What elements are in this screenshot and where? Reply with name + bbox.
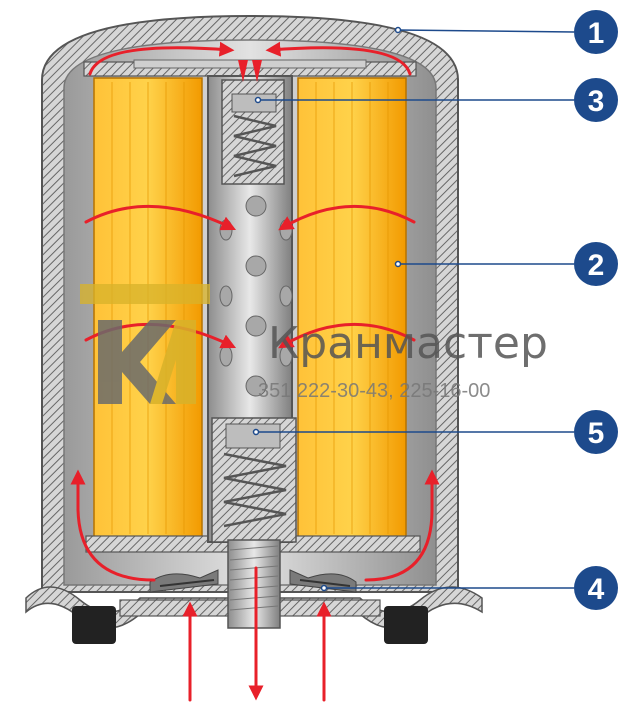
filter-pleats [111, 82, 389, 534]
callout-4-icon [574, 566, 618, 610]
callout-4-label: 4 [588, 573, 605, 606]
flow-arrow-mid-right [278, 204, 416, 231]
filter-element [85, 77, 421, 553]
callout-5-label: 5 [588, 417, 605, 450]
callout-2-label: 2 [588, 249, 605, 282]
callout-5: 5 [574, 410, 618, 454]
callout-3-label: 3 [588, 85, 605, 118]
callout-5-icon [574, 410, 618, 454]
callout-2-icon [574, 242, 618, 286]
callout-3: 3 [574, 78, 618, 122]
flow-arrow-up-right [364, 469, 440, 582]
watermark-phones: 351 222-30-43, 225-16-00 [258, 380, 490, 402]
bypass-spring [233, 114, 277, 178]
callout-1: 1 [574, 10, 618, 54]
tube-perforations [219, 195, 293, 397]
flow-arrow-mid-left [84, 204, 237, 231]
relief-spring [223, 452, 287, 528]
flow-arrow-low-right [278, 322, 416, 349]
callout-1-icon [574, 10, 618, 54]
callout-leaders [256, 29, 575, 589]
flow-arrow-up-left [70, 469, 156, 582]
flow-arrow-top-left [88, 41, 235, 76]
bypass-valve [221, 79, 285, 185]
callout-4: 4 [574, 566, 618, 610]
callout-3-icon [574, 78, 618, 122]
watermark-brand: Кранмастер [268, 318, 548, 369]
callout-1-label: 1 [588, 17, 605, 50]
gasket-left [72, 606, 116, 644]
outlet-threads [229, 545, 279, 611]
watermark: Кранмастер 351 222-30-43, 225-16-00 [80, 284, 548, 404]
anti-drain-valve [149, 569, 357, 593]
leader-1 [397, 29, 575, 33]
top-cap-plate [133, 59, 367, 69]
flow-arrow-top-right [265, 41, 412, 76]
watermark-logo [80, 284, 210, 404]
gasket-right [384, 606, 428, 644]
leader-dots [252, 26, 402, 592]
threaded-outlet [227, 539, 281, 629]
relief-valve [211, 417, 297, 543]
callout-2: 2 [574, 242, 618, 286]
bypass-inlet-arrows [238, 60, 262, 82]
